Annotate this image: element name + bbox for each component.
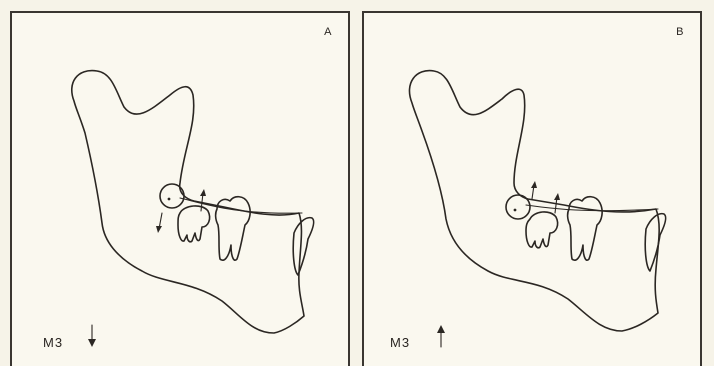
anterior-tooth: [645, 214, 665, 271]
m3-label-b: M3: [390, 335, 409, 350]
second-molar: [178, 206, 210, 242]
mandible-drawing-b: [364, 13, 702, 366]
bud-dot: [168, 198, 171, 201]
m3-label-a: M3: [43, 335, 62, 350]
mandible-drawing-a: [12, 13, 350, 366]
bud-arrow-down-head: [156, 226, 162, 233]
mandible-outline: [409, 71, 659, 331]
m3-direction-arrow-head: [88, 339, 96, 347]
anterior-tooth: [293, 218, 313, 275]
bud-dot: [514, 209, 517, 212]
second-molar: [526, 212, 558, 248]
panel-a: A M3: [10, 11, 350, 366]
bud-arrow-up-head: [531, 181, 537, 188]
third-molar-bud: [160, 184, 184, 208]
third-molar-bud: [506, 195, 530, 219]
m3-main: M: [390, 335, 401, 350]
m3-main: M: [43, 335, 54, 350]
panel-b: B M3: [362, 11, 702, 366]
molar-arrow-up-head: [200, 189, 206, 196]
m3-sub: 3: [55, 335, 62, 350]
molar-arrow-up-head: [554, 193, 560, 200]
mandible-outline: [72, 71, 304, 333]
m3-sub: 3: [402, 335, 409, 350]
m3-direction-arrow-head: [437, 325, 445, 333]
